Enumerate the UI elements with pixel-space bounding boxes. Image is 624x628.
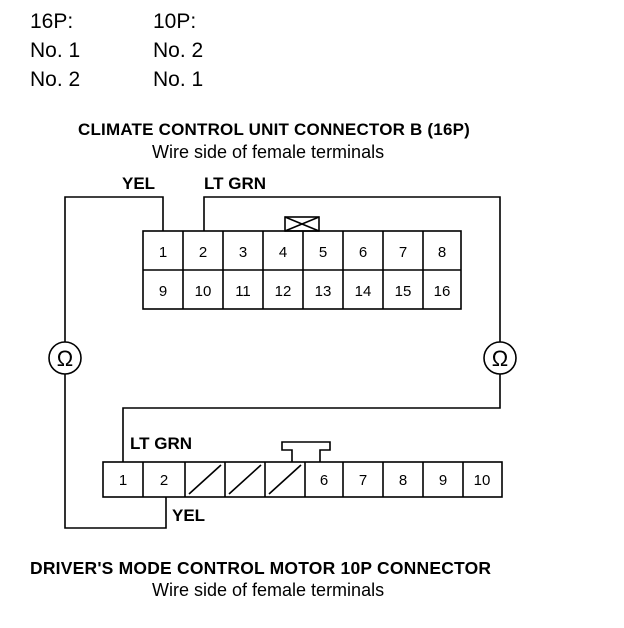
connector-b-subtitle: Wire side of female terminals bbox=[152, 142, 385, 162]
connector-b-title: CLIMATE CONTROL UNIT CONNECTOR B (16P) bbox=[78, 120, 470, 139]
wire-ltgrn bbox=[203, 196, 501, 342]
wire-ltgrn-lower bbox=[122, 374, 501, 462]
connector-b-pin: 8 bbox=[438, 244, 446, 261]
pin-table-row2-16p: No. 2 bbox=[30, 68, 81, 91]
pin-table-row1-10p: No. 2 bbox=[153, 39, 204, 62]
connector-b-pin: 10 bbox=[195, 283, 212, 300]
ohmmeter-right-icon bbox=[483, 341, 517, 375]
motor-connector-title: DRIVER'S MODE CONTROL MOTOR 10P CONNECTO… bbox=[30, 558, 492, 578]
pin-table-header-10p: 10P: bbox=[153, 10, 197, 33]
connector-b-pin: 7 bbox=[399, 244, 407, 261]
motor-connector-body bbox=[102, 461, 503, 498]
motor-connector-pin: 1 bbox=[119, 472, 127, 489]
motor-connector-pin: 7 bbox=[359, 472, 367, 489]
motor-connector-pin: 2 bbox=[160, 472, 168, 489]
connector-b-wire-yel: YEL bbox=[122, 174, 156, 193]
motor-connector-pin: 9 bbox=[439, 472, 447, 489]
connector-b-pin: 12 bbox=[275, 283, 292, 300]
connector-b-pin: 16 bbox=[434, 283, 451, 300]
wire-yel bbox=[64, 196, 164, 342]
wire-yel-lower bbox=[64, 374, 167, 529]
motor-wire-yel: YEL bbox=[172, 506, 206, 525]
connector-b-lock-tab bbox=[284, 216, 320, 232]
connector-b-pin: 6 bbox=[359, 244, 367, 261]
pin-table-header-16p: 16P: bbox=[30, 10, 74, 33]
motor-connector-pin: 6 bbox=[320, 472, 328, 489]
pin-table-row2-10p: No. 1 bbox=[153, 68, 204, 91]
ohmmeter-left-icon bbox=[48, 341, 82, 375]
motor-connector-pin: 10 bbox=[474, 472, 491, 489]
motor-wire-ltgrn: LT GRN bbox=[130, 434, 193, 453]
connector-b-pin: 4 bbox=[279, 244, 287, 261]
motor-connector-subtitle: Wire side of female terminals bbox=[152, 580, 385, 600]
connector-b-pin: 2 bbox=[199, 244, 207, 261]
connector-b-pin: 9 bbox=[159, 283, 167, 300]
ohm-symbol-left: Ω bbox=[57, 346, 73, 371]
motor-connector-lock-tab bbox=[281, 441, 331, 462]
connector-b-pin: 11 bbox=[235, 283, 251, 300]
connector-b-pin: 13 bbox=[315, 283, 332, 300]
connector-b-wire-ltgrn: LT GRN bbox=[204, 174, 267, 193]
connector-b-pin: 5 bbox=[319, 244, 327, 261]
motor-connector-pin: 8 bbox=[399, 472, 407, 489]
ohm-symbol-right: Ω bbox=[492, 346, 508, 371]
connector-b-pin: 1 bbox=[159, 244, 167, 261]
pin-table-row1-16p: No. 1 bbox=[30, 39, 81, 62]
connector-b-pin: 3 bbox=[239, 244, 247, 261]
connector-b-pin: 15 bbox=[395, 283, 412, 300]
connector-b-pin: 14 bbox=[355, 283, 372, 300]
